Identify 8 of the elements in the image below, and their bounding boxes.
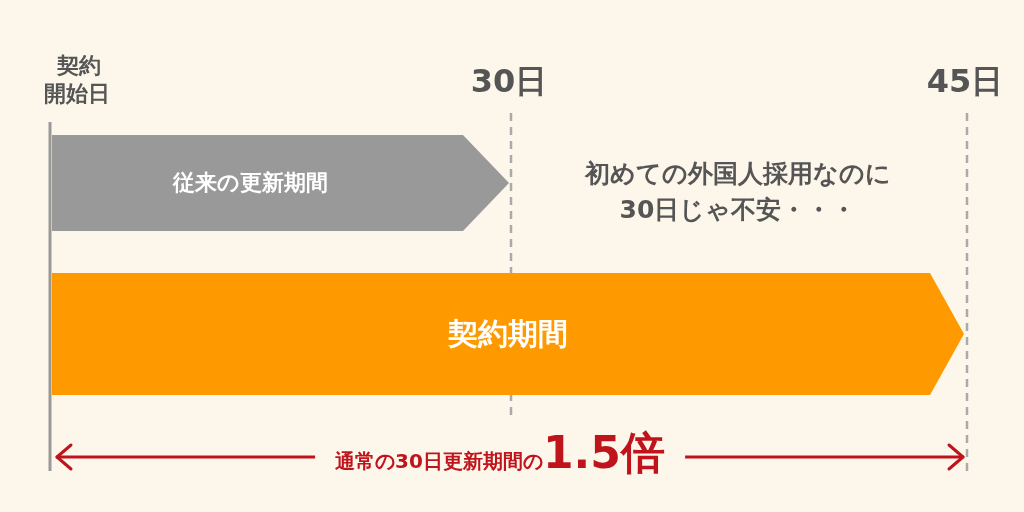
start-date-label: 契約開始日 — [43, 52, 111, 108]
note-text: 初めての外国人採用なのに30日じゃ不安・・・ — [584, 158, 892, 226]
bar-label: 従来の更新期間 — [173, 169, 328, 197]
bar-label: 契約期間 — [448, 316, 568, 352]
day-label: 30日 — [470, 62, 548, 100]
period-arrow-bar — [52, 273, 964, 395]
day-label: 45日 — [926, 62, 1004, 100]
period-arrow-bar — [52, 135, 509, 231]
